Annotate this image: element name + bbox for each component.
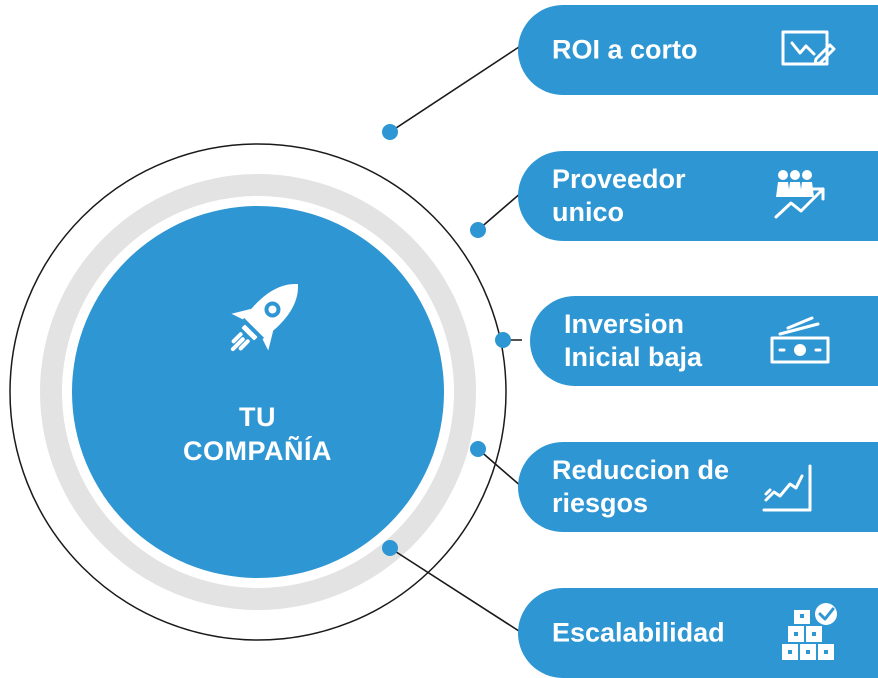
boxes-check-icon [782,603,837,660]
pill-reduccion: Reduccion de riesgos [518,442,878,532]
center-label-line1: TU [239,402,276,432]
pill-inversion: Inversion Inicial baja [530,296,878,386]
pill-escalabilidad: Escalabilidad [518,588,878,678]
dot-5 [382,540,398,556]
dot-2 [470,222,486,238]
pill-roi: ROI a corto [518,5,878,95]
rocket-icon [230,284,298,352]
connector-4 [477,448,523,488]
center-label: TU COMPAÑÍA [150,400,365,468]
money-stack-icon [770,316,830,364]
dot-1 [382,124,398,140]
pill-reduccion-label: Reduccion de riesgos [552,455,730,518]
trend-chart-icon [762,464,812,512]
pill-proveedor: Proveedor unico [518,151,878,241]
pill-escalabilidad-label: Escalabilidad [552,617,725,648]
dot-4 [470,441,486,457]
connector-5 [389,547,523,634]
connector-1 [389,44,523,133]
connector-2 [477,191,523,231]
pill-inversion-label: Inversion Inicial baja [564,309,703,372]
center-label-line2: COMPAÑÍA [183,436,332,466]
connector-dots [382,124,511,556]
pill-roi-label: ROI a corto [552,34,698,65]
presentation-chart-icon [781,30,836,66]
center-disc [72,206,444,578]
dot-3 [495,332,511,348]
pill-proveedor-label: Proveedor unico [552,164,686,227]
team-growth-icon [774,170,825,219]
